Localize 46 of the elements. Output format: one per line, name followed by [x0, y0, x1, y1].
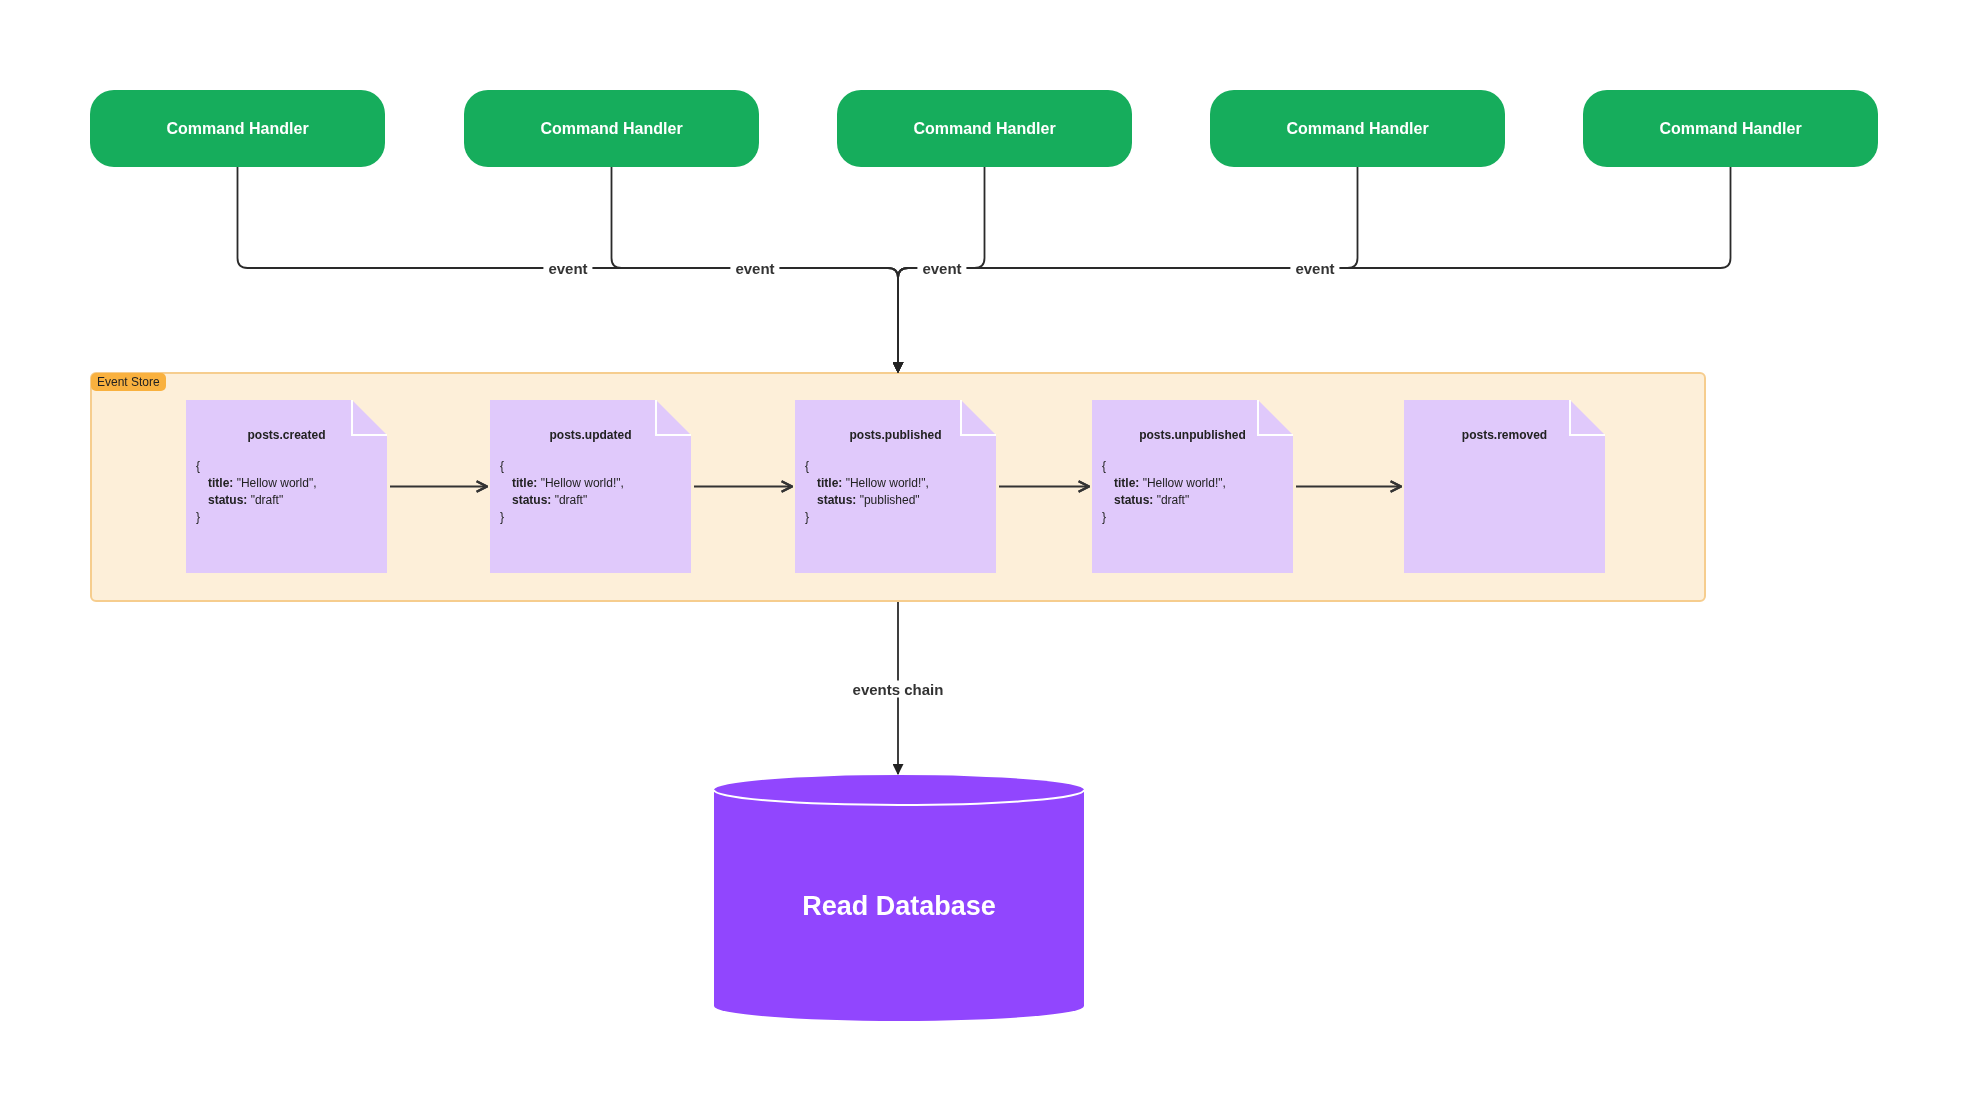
event-document — [1092, 400, 1293, 573]
event-document — [186, 400, 387, 573]
event-payload-line: } — [1102, 510, 1106, 524]
event-name: posts.updated — [548, 428, 633, 442]
command-handler-box — [90, 90, 385, 167]
event-name: posts.unpublished — [1138, 428, 1247, 442]
handler-label: Command Handler — [1286, 119, 1429, 138]
event-payload-line: { — [1102, 459, 1106, 473]
event-name: posts.published — [848, 428, 943, 442]
event-store-panel — [90, 372, 1706, 602]
event-payload-line: } — [805, 510, 809, 524]
database-label: Read Database — [801, 891, 997, 922]
arrow — [1295, 480, 1403, 493]
event-payload-line: title: "Hellow world!", — [1114, 476, 1226, 490]
event-payload-line: } — [196, 510, 200, 524]
event-payload-line: title: "Hellow world!", — [817, 476, 929, 490]
event-payload-line: status: "draft" — [1114, 493, 1190, 507]
command-handler-box — [1583, 90, 1878, 167]
arrow — [892, 166, 1732, 374]
arrow — [693, 480, 794, 493]
event-payload-line: { — [196, 459, 200, 473]
event-payload-line: status: "draft" — [208, 493, 284, 507]
command-handler-box — [464, 90, 759, 167]
handler-label: Command Handler — [166, 119, 309, 138]
event-name: posts.removed — [1460, 428, 1549, 442]
event-document — [795, 400, 996, 573]
event-document — [1404, 400, 1605, 573]
event-store-tag: Event Store — [91, 373, 166, 391]
event-payload-line: status: "published" — [817, 493, 920, 507]
event-payload-line: { — [805, 459, 809, 473]
event-payload-line: title: "Hellow world", — [208, 476, 317, 490]
handler-label: Command Handler — [913, 119, 1056, 138]
event-payload-line: title: "Hellow world!", — [512, 476, 624, 490]
event-name: posts.created — [246, 428, 327, 442]
arrow — [998, 480, 1091, 493]
arrow — [389, 480, 489, 493]
command-handler-box — [1210, 90, 1505, 167]
event-payload-line: status: "draft" — [512, 493, 588, 507]
event-payload-line: { — [500, 459, 504, 473]
database-cylinder — [713, 774, 1085, 1022]
event-document — [490, 400, 691, 573]
command-handler-box — [837, 90, 1132, 167]
arrow — [892, 601, 904, 776]
event-payload-line: } — [500, 510, 504, 524]
handler-label: Command Handler — [1659, 119, 1802, 138]
handler-label: Command Handler — [540, 119, 683, 138]
